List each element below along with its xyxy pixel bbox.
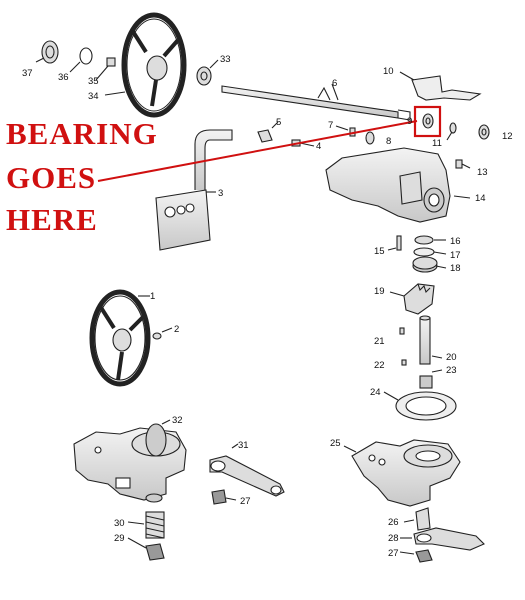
part-label: 6 [332, 78, 337, 89]
part-steering-wheel-1 [89, 289, 151, 387]
part-cap-2 [152, 327, 173, 340]
callout-pointer-line [97, 120, 418, 182]
part-snap-ring-36 [69, 47, 93, 73]
part-label: 12 [502, 131, 513, 142]
part-label: 8 [386, 136, 391, 147]
part-label: 19 [374, 286, 385, 297]
part-pitman-arm-31 [209, 443, 285, 497]
part-label: 7 [328, 120, 333, 131]
part-label: 23 [446, 365, 457, 376]
part-nut-27-right [399, 549, 433, 563]
part-gear-18 [412, 256, 447, 273]
part-label: 27 [388, 548, 399, 559]
part-label: 1 [150, 291, 155, 302]
part-bearing-9 [422, 113, 434, 129]
part-washer-17 [413, 247, 447, 257]
part-nut-35 [95, 57, 116, 81]
part-housing-14 [325, 147, 471, 223]
part-gasket-24 [383, 391, 457, 421]
part-pin-22 [401, 359, 407, 366]
part-bushing-33 [196, 59, 219, 86]
part-label: 17 [450, 250, 461, 261]
part-label: 24 [370, 387, 381, 398]
part-washer-small-left [145, 493, 163, 503]
part-label: 3 [218, 188, 223, 199]
callout-line-here: HERE [6, 202, 98, 237]
part-bushing-23 [419, 369, 443, 389]
part-washer-16 [414, 235, 446, 245]
part-ring-37 [35, 40, 59, 64]
part-label: 36 [58, 72, 69, 83]
part-label: 27 [240, 496, 251, 507]
part-bracket-10 [399, 71, 482, 101]
part-column-cover-3 [155, 129, 233, 251]
part-label: 9 [407, 116, 412, 127]
part-steering-wheel-34 [104, 12, 187, 118]
part-label: 5 [276, 117, 281, 128]
part-label: 35 [88, 76, 99, 87]
part-label: 31 [238, 440, 249, 451]
part-nut-26 [403, 507, 431, 531]
part-label: 16 [450, 236, 461, 247]
part-fitting-13 [455, 159, 471, 169]
part-label: 37 [22, 68, 33, 79]
part-shaft-20-21 [399, 315, 443, 365]
part-nut-27-left [211, 489, 237, 505]
part-lower-housing-32 [73, 419, 187, 501]
part-washer-8 [365, 131, 375, 145]
callout-line-goes: GOES [6, 160, 97, 195]
part-label: 30 [114, 518, 125, 529]
part-pin-15 [387, 235, 402, 251]
part-label: 33 [220, 54, 231, 65]
part-spring-30 [127, 511, 165, 539]
part-label: 21 [374, 336, 385, 347]
part-label: 2 [174, 324, 179, 335]
part-label: 29 [114, 533, 125, 544]
part-label: 4 [316, 141, 321, 152]
part-label: 18 [450, 263, 461, 274]
part-label: 32 [172, 415, 183, 426]
part-label: 14 [475, 193, 486, 204]
callout-line-bearing: BEARING [6, 116, 158, 151]
part-label: 13 [477, 167, 488, 178]
part-lower-housing-25 [343, 439, 461, 507]
part-labels: 1 2 3 4 5 6 7 8 9 10 11 12 13 14 15 16 1… [22, 54, 513, 559]
part-label: 15 [374, 246, 385, 257]
part-clip-5 [257, 121, 279, 143]
part-shaft-6 [221, 83, 411, 121]
part-nut-29 [127, 537, 165, 561]
part-sector-gear-19 [389, 283, 435, 315]
part-label: 26 [388, 517, 399, 528]
part-label: 25 [330, 438, 341, 449]
part-label: 20 [446, 352, 457, 363]
part-label: 11 [432, 138, 442, 149]
part-label: 34 [88, 91, 99, 102]
part-label: 10 [383, 66, 394, 77]
part-label: 28 [388, 533, 399, 544]
part-pitman-arm-28 [400, 527, 485, 551]
part-label: 22 [374, 360, 385, 371]
part-bushing-12 [478, 124, 490, 140]
part-bolt-11 [446, 122, 457, 141]
